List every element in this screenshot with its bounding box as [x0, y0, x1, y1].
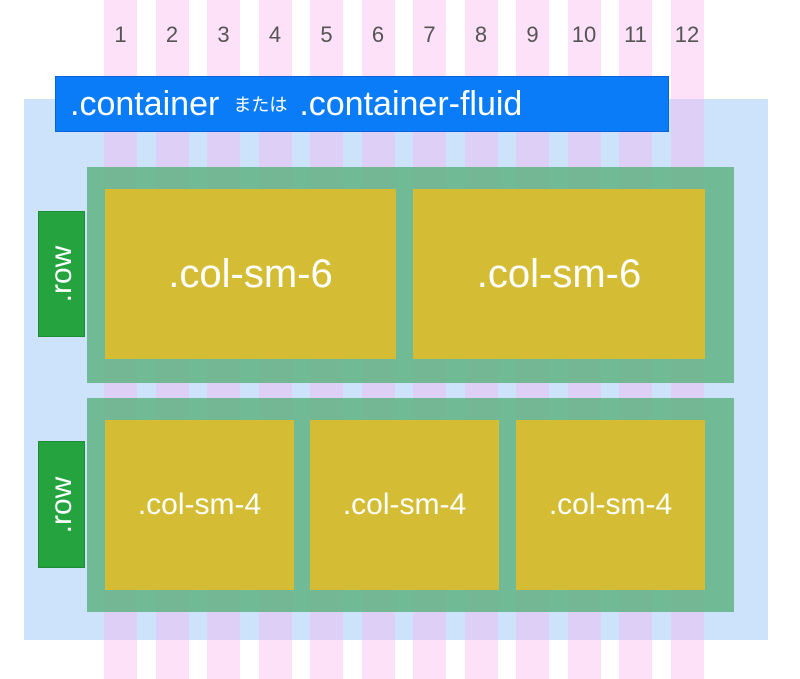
row-tag-2-label: .row [44, 476, 78, 533]
grid-column-number-11: 11 [624, 22, 647, 47]
grid-column-number-3: 3 [217, 22, 230, 47]
col-sm-6-second: .col-sm-6 [413, 189, 705, 359]
container-label-secondary: .container-fluid [299, 84, 523, 123]
col-sm-4-first: .col-sm-4 [105, 420, 294, 590]
grid-column-number-6: 6 [371, 22, 385, 47]
grid-column-number-5: 5 [320, 22, 333, 47]
col-sm-4-second: .col-sm-4 [310, 420, 499, 590]
grid-column-number-9: 9 [526, 22, 539, 47]
row-tag-2: .row [38, 441, 85, 568]
container-label: .container または .container-fluid [55, 76, 669, 132]
row-tag-1: .row [38, 211, 85, 337]
grid-column-number-1: 1 [114, 22, 127, 47]
row-2: .col-sm-4 .col-sm-4 .col-sm-4 [87, 398, 734, 612]
grid-column-number-7: 7 [423, 22, 436, 47]
col-sm-4-third: .col-sm-4 [516, 420, 705, 590]
container-label-connector: または [233, 95, 288, 115]
grid-column-number-10: 10 [571, 22, 597, 47]
container-label-primary: .container [70, 84, 220, 123]
grid-column-number-12: 12 [674, 22, 700, 47]
grid-column-number-8: 8 [474, 22, 488, 47]
grid-column-number-4: 4 [268, 22, 282, 47]
row-1: .col-sm-6 .col-sm-6 [87, 167, 734, 383]
grid-column-number-2: 2 [165, 22, 179, 47]
row-tag-1-label: .row [44, 245, 78, 303]
col-sm-6-first: .col-sm-6 [105, 189, 396, 359]
